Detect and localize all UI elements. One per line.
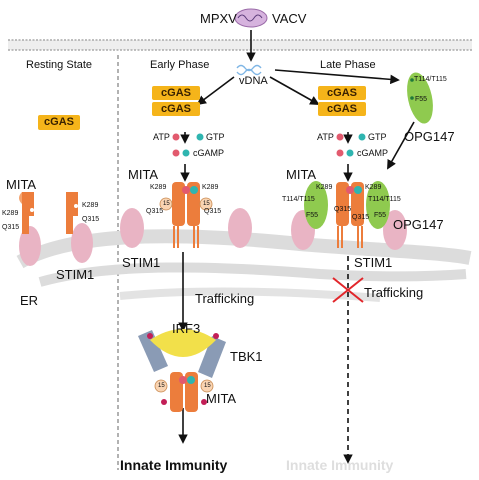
cgas-late-top: cGAS	[318, 86, 366, 100]
tbk1-irf3-complex	[138, 329, 226, 412]
plasma-membrane	[8, 39, 472, 51]
mita-early-dimer	[159, 182, 213, 248]
q315-resting-a: Q315	[2, 224, 20, 231]
q315-early-b: Q315	[204, 208, 222, 215]
stim1-label-late: STIM1	[354, 255, 393, 270]
er-label: ER	[20, 293, 39, 308]
panel-title-late: Late Phase	[320, 59, 376, 71]
opg147-top	[407, 72, 433, 124]
opg147-bound	[304, 181, 390, 229]
ub-active-a: 15	[158, 383, 165, 389]
cgas-early-top: cGAS	[152, 86, 200, 100]
innate-immunity-label-late: Innate Immunity	[286, 457, 394, 473]
mita-label-active: MITA	[206, 391, 237, 406]
q315-late-b: Q315	[352, 214, 370, 221]
gtp-label-late: GTP	[368, 132, 387, 142]
q315-late-a: Q315	[334, 206, 352, 213]
atp-label-early: ATP	[153, 132, 170, 142]
k289-late-a: K289	[316, 184, 333, 191]
mita-late-dimer	[336, 182, 364, 248]
virus-particle-icon	[234, 8, 268, 28]
t114-late-b: T114/T115	[368, 196, 401, 203]
ub-early-a: 15	[163, 201, 170, 207]
k289-resting-a: K289	[2, 210, 19, 217]
f55-late-a: F55	[306, 212, 319, 219]
k289-late-b: K289	[365, 184, 382, 191]
mita-label-late: MITA	[286, 167, 317, 182]
gtp-label-early: GTP	[206, 132, 225, 142]
panel-title-early: Early Phase	[150, 59, 210, 71]
cgamp-label-early: cGAMP	[193, 148, 225, 158]
trafficking-label-late: Trafficking	[364, 285, 424, 300]
panel-title-resting: Resting State	[26, 59, 93, 71]
trafficking-label-early: Trafficking	[195, 291, 255, 306]
stim1-label-resting: STIM1	[56, 267, 95, 282]
atp-label-late: ATP	[317, 132, 334, 142]
nucleotide-dots	[172, 133, 366, 157]
mita-label-resting: MITA	[6, 177, 37, 192]
stim1-proteins	[19, 208, 407, 266]
mita-label-early: MITA	[128, 167, 159, 182]
arrows	[178, 30, 415, 444]
k289-early-a: K289	[150, 184, 167, 191]
cgamp-label-late: cGAMP	[357, 148, 389, 158]
block-x-icon	[332, 277, 364, 303]
k289-resting-b: K289	[82, 202, 99, 209]
ub-active-b: 15	[204, 383, 211, 389]
virus-label-vacv: VACV	[272, 11, 307, 26]
innate-immunity-label-early: Innate Immunity	[120, 457, 228, 473]
cgas-resting: cGAS	[38, 115, 80, 130]
irf3-label: IRF3	[172, 321, 201, 336]
f55-late-b: F55	[374, 212, 387, 219]
tbk1-label: TBK1	[230, 349, 263, 364]
t114-late-a: T114/T115	[282, 196, 315, 203]
k289-early-b: K289	[202, 184, 219, 191]
f55-opg-top: F55	[415, 96, 428, 103]
ub-early-b: 15	[203, 201, 210, 207]
opg147-label-bound: OPG147	[393, 217, 444, 232]
mita-resting	[19, 192, 78, 234]
q315-resting-b: Q315	[82, 216, 100, 223]
t114-opg-top: T114/T115	[414, 76, 447, 83]
cgas-late-bottom: cGAS	[318, 102, 366, 116]
virus-label-mpxv: MPXV	[200, 11, 237, 26]
cgas-early-bottom: cGAS	[152, 102, 200, 116]
vdna-label: vDNA	[239, 75, 268, 87]
q315-early-a: Q315	[146, 208, 164, 215]
stim1-label-early: STIM1	[122, 255, 161, 270]
opg147-label-top: OPG147	[404, 129, 455, 144]
